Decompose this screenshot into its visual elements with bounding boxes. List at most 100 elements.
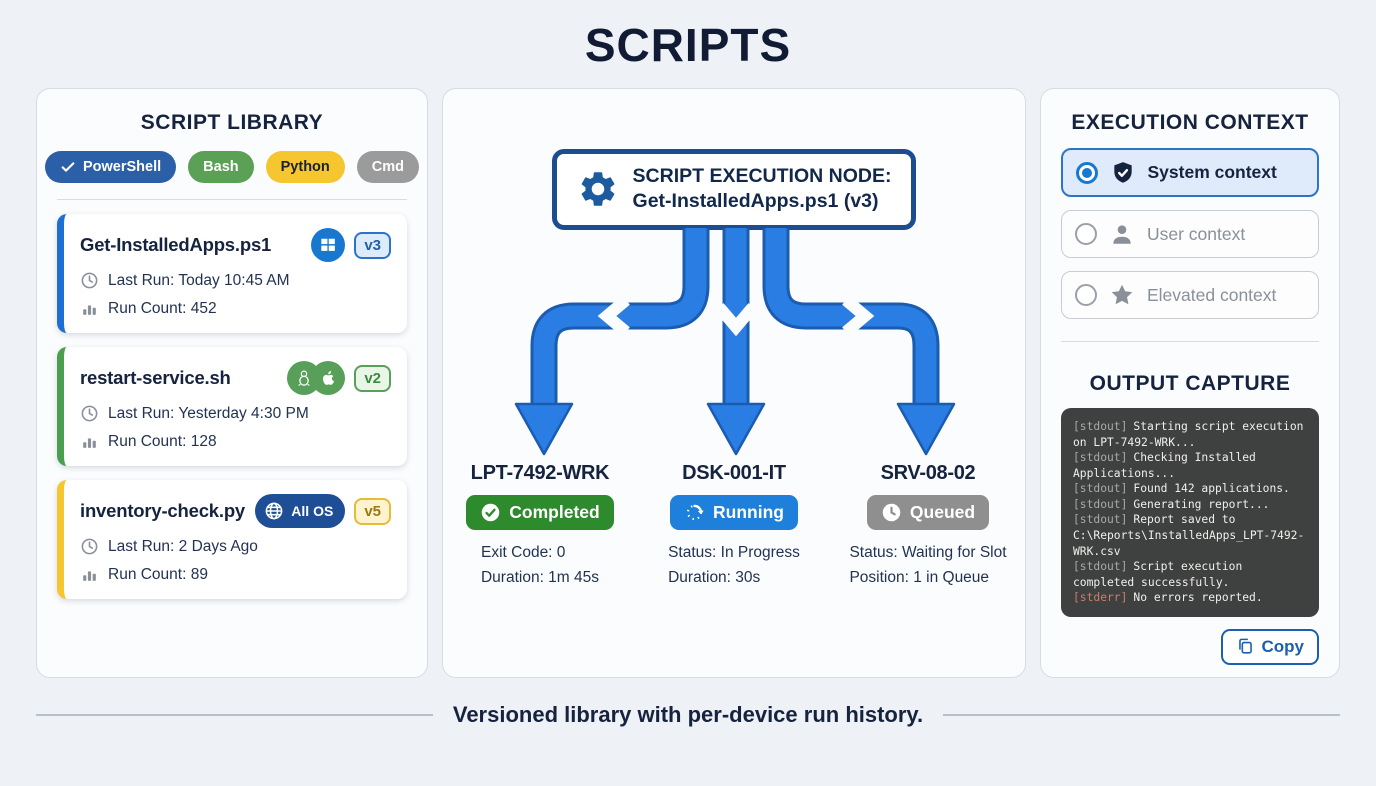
device-detail-line: Position: 1 in Queue (849, 569, 990, 587)
context-option-elevated[interactable]: Elevated context (1061, 271, 1319, 319)
last-run-text: Last Run: Today 10:45 AM (108, 271, 290, 289)
radio-unselected[interactable] (1075, 223, 1097, 245)
context-divider (1061, 341, 1319, 342)
execution-context-title: EXECUTION CONTEXT (1071, 111, 1309, 134)
node-title: SCRIPT EXECUTION NODE: (632, 165, 892, 187)
context-option-label: User context (1147, 223, 1246, 244)
output-capture-title: OUTPUT CAPTURE (1089, 372, 1291, 395)
version-badge: v3 (354, 231, 391, 259)
terminal-line: [stderr]No errors reported. (1073, 591, 1263, 605)
globe-icon (263, 500, 285, 522)
status-badge-completed: Completed (466, 494, 614, 530)
script-name: inventory-check.py (80, 500, 246, 521)
context-option-label: System context (1147, 162, 1277, 182)
last-run-text: Last Run: Yesterday 4:30 PM (108, 404, 309, 422)
spinner-icon (684, 502, 705, 523)
star-icon (1109, 282, 1135, 308)
device-name: SRV-08-02 (880, 461, 976, 484)
terminal-line: [stdout]Script execution completed succe… (1073, 560, 1243, 589)
output-terminal: [stdout]Starting script execution on LPT… (1061, 408, 1319, 617)
copy-button-label: Copy (1261, 636, 1305, 656)
execution-flow-arrows (514, 227, 956, 455)
clock-icon (881, 502, 902, 523)
check-circle-icon (480, 502, 501, 523)
status-badge-queued: Queued (866, 494, 990, 530)
windows-icon (311, 228, 346, 262)
footer: Versioned library with per-device run hi… (36, 702, 1341, 728)
panels-row: SCRIPT LIBRARY PowerShell Bash Python Cm… (0, 88, 1376, 678)
context-option-label: Elevated context (1147, 284, 1277, 305)
footer-divider-right (943, 714, 1341, 716)
language-filter-bar: PowerShell Bash Python Cmd (45, 151, 420, 183)
status-label: Completed (509, 501, 600, 522)
device-detail-line: Duration: 30s (668, 569, 761, 587)
execution-context-panel: EXECUTION CONTEXT System context User co… (1040, 88, 1340, 678)
version-badge: v5 (354, 497, 391, 525)
page-title: SCRIPTS (584, 19, 792, 71)
version-badge: v2 (354, 364, 391, 392)
clock-icon (80, 537, 99, 556)
all-os-badge: All OS (255, 494, 346, 528)
device-srv-08-02: SRV-08-02 Queued Status: Waiting for Slo… (831, 462, 1025, 591)
terminal-line: [stdout]Checking Installed Applications.… (1073, 451, 1256, 480)
script-library-panel: SCRIPT LIBRARY PowerShell Bash Python Cm… (36, 88, 428, 678)
gear-icon (577, 168, 619, 210)
device-detail-line: Exit Code: 0 (480, 543, 566, 561)
all-os-label: All OS (291, 503, 334, 519)
filter-label: Bash (203, 159, 239, 175)
person-icon (1109, 221, 1135, 247)
device-lpt-7492-wrk: LPT-7492-WRK Completed Exit Code: 0 Dura… (443, 462, 637, 591)
status-label: Running (713, 501, 784, 522)
bar-chart-icon (80, 432, 99, 451)
script-name: Get-InstalledApps.ps1 (80, 234, 272, 255)
filter-label: PowerShell (83, 159, 162, 175)
filter-powershell-button[interactable]: PowerShell (45, 151, 177, 183)
apple-icon (311, 361, 346, 395)
run-count-text: Run Count: 452 (108, 299, 217, 317)
terminal-line: [stdout]Report saved to C:\Reports\Insta… (1073, 513, 1305, 558)
filter-label: Cmd (371, 159, 405, 175)
script-card-inventory-check[interactable]: inventory-check.py All OS v5 Last Run: 2… (57, 480, 407, 599)
script-name: restart-service.sh (80, 367, 231, 388)
run-count-text: Run Count: 128 (108, 432, 217, 450)
footer-text: Versioned library with per-device run hi… (452, 702, 924, 727)
context-option-user[interactable]: User context (1061, 210, 1319, 258)
radio-selected[interactable] (1075, 161, 1098, 184)
clock-icon (80, 271, 99, 290)
check-icon (60, 159, 76, 175)
filter-cmd-button[interactable]: Cmd (356, 151, 420, 183)
device-detail-line: Status: Waiting for Slot (849, 543, 1007, 561)
device-results-row: LPT-7492-WRK Completed Exit Code: 0 Dura… (443, 462, 1025, 591)
script-card-get-installedapps[interactable]: Get-InstalledApps.ps1 v3 Last Run: Today… (57, 214, 407, 333)
device-name: DSK-001-IT (682, 461, 786, 484)
filter-python-button[interactable]: Python (265, 151, 345, 183)
footer-divider-left (36, 714, 433, 716)
copy-button[interactable]: Copy (1220, 628, 1319, 665)
library-divider (57, 199, 407, 200)
script-execution-node: SCRIPT EXECUTION NODE: Get-InstalledApps… (551, 149, 917, 230)
clock-icon (80, 404, 99, 423)
context-option-system[interactable]: System context (1061, 148, 1319, 197)
terminal-line: [stdout]Found 142 applications. (1073, 482, 1290, 496)
status-label: Queued (909, 501, 976, 522)
filter-bash-button[interactable]: Bash (188, 151, 254, 183)
terminal-line: [stdout]Generating report... (1073, 497, 1270, 511)
node-subtitle: Get-InstalledApps.ps1 (v3) (632, 190, 879, 213)
terminal-line: [stdout]Starting script execution on LPT… (1073, 420, 1304, 449)
execution-flow-panel: SCRIPT EXECUTION NODE: Get-InstalledApps… (442, 88, 1026, 678)
last-run-text: Last Run: 2 Days Ago (108, 537, 258, 555)
device-detail-line: Duration: 1m 45s (480, 569, 600, 587)
device-dsk-001-it: DSK-001-IT Running Status: In Progress D… (637, 462, 831, 591)
status-badge-running: Running (670, 494, 798, 530)
device-detail-line: Status: In Progress (668, 543, 800, 561)
radio-unselected[interactable] (1075, 284, 1097, 306)
copy-icon (1236, 637, 1255, 656)
shield-check-icon (1110, 160, 1136, 186)
run-count-text: Run Count: 89 (108, 565, 208, 583)
bar-chart-icon (80, 565, 99, 584)
device-name: LPT-7492-WRK (470, 461, 610, 484)
script-library-title: SCRIPT LIBRARY (140, 111, 324, 134)
script-card-restart-service[interactable]: restart-service.sh v2 Last Run: Yesterda… (57, 347, 407, 466)
filter-label: Python (280, 159, 330, 175)
bar-chart-icon (80, 299, 99, 318)
